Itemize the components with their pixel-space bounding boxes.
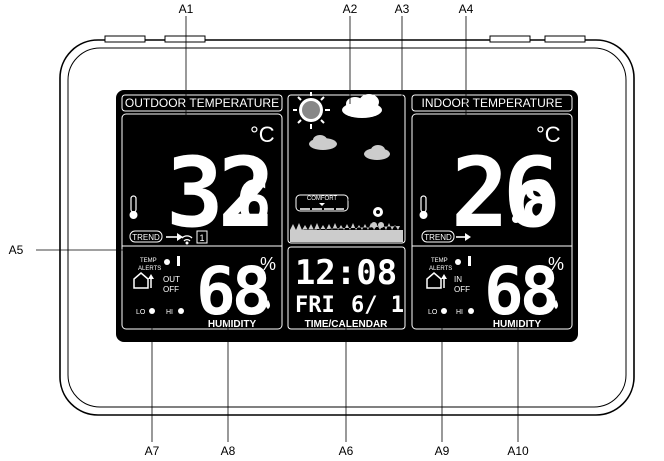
callout-a7: A7 (145, 444, 160, 458)
outdoor-trend-label: TREND (132, 233, 160, 242)
indoor-temp-unit: °C (536, 122, 561, 147)
outdoor-humidity-value: 68 (196, 253, 268, 330)
callout-a10: A10 (507, 444, 529, 458)
indoor-alert-bell-icon (455, 259, 461, 265)
outdoor-thermometer-icon (129, 195, 138, 219)
sun-icon (293, 92, 330, 129)
callout-a4: A4 (459, 2, 474, 16)
outdoor-alerts-line2: ALERTS (138, 266, 161, 272)
outdoor-droplet-icon (266, 300, 270, 309)
indoor-trend-label: TREND (424, 233, 452, 242)
indoor-panel (411, 113, 573, 330)
indoor-mode-line2: OFF (454, 285, 470, 294)
indoor-alert-thermometer-icon (468, 256, 471, 266)
outdoor-alert-bell-icon (164, 259, 170, 265)
outdoor-humidity-unit: % (260, 254, 276, 274)
callout-a9: A9 (435, 444, 450, 458)
indoor-lo-label: LO (428, 309, 438, 316)
outdoor-mode-line1: OUT (163, 275, 180, 284)
indoor-decimal-point (512, 215, 520, 223)
indoor-hi-label: HI (456, 309, 463, 316)
indoor-mode-line1: IN (454, 275, 462, 284)
outdoor-decimal-point (227, 215, 235, 223)
outdoor-house-icon (133, 272, 154, 289)
outdoor-hi-bell-icon (178, 308, 184, 314)
outdoor-trend-badge (129, 230, 163, 243)
outdoor-temp-unit: °C (250, 122, 275, 147)
callout-a3: A3 (395, 2, 410, 16)
indoor-trend-badge (421, 230, 455, 243)
callout-a6: A6 (339, 444, 354, 458)
outdoor-lo-bell-icon (149, 308, 155, 314)
comfort-indicator (295, 194, 349, 212)
outdoor-channel: 1 (199, 233, 204, 243)
indoor-hi-bell-icon (468, 308, 474, 314)
clock-date: 6/ 1 (351, 293, 404, 318)
outdoor-alerts-line1: TEMP (140, 258, 157, 264)
indoor-header: INDOOR TEMPERATURE (422, 96, 563, 110)
outdoor-hi-label: HI (166, 309, 173, 316)
callout-a1: A1 (179, 2, 194, 16)
clock-time: 12:08 (295, 253, 397, 293)
comfort-label: COMFORT (307, 196, 338, 202)
clock-day: FRI (295, 293, 335, 318)
outdoor-lo-label: LO (136, 309, 146, 316)
indoor-humidity-unit: % (548, 254, 564, 274)
indoor-lo-bell-icon (441, 308, 447, 314)
indoor-humidity-label: HUMIDITY (493, 319, 542, 330)
indoor-thermometer-icon (419, 195, 428, 219)
cloud-icon (309, 94, 390, 160)
callout-a5: A5 (9, 243, 24, 257)
outdoor-alert-thermometer-icon (177, 256, 180, 266)
forecast-panel (287, 94, 406, 244)
outdoor-panel (121, 113, 283, 330)
callout-a8: A8 (221, 444, 236, 458)
indoor-alerts-line2: ALERTS (429, 266, 452, 272)
lcd-screen: OUTDOOR TEMPERATURE 32 6 °C TREND 1 TEMP… (116, 90, 578, 342)
indoor-temp-int: 26 (451, 137, 556, 249)
clock-panel (287, 246, 406, 330)
outdoor-header: OUTDOOR TEMPERATURE (125, 96, 279, 110)
indoor-temp-dec: 8 (521, 168, 556, 236)
callout-leaders (36, 16, 519, 442)
grass-strip (290, 223, 403, 242)
indoor-house-icon (426, 272, 447, 289)
outdoor-mode-line2: OFF (163, 285, 179, 294)
outdoor-temp-dec: 6 (236, 168, 271, 236)
indoor-header-box (411, 94, 573, 112)
outdoor-header-box (121, 94, 283, 112)
outdoor-temp-int: 32 (166, 137, 270, 249)
wireless-signal-icon (181, 235, 193, 245)
indoor-droplet-icon (554, 300, 558, 309)
outdoor-trend-arrow-icon (166, 233, 183, 241)
outdoor-humidity-label: HUMIDITY (208, 319, 257, 330)
indoor-humidity-value: 68 (484, 253, 556, 330)
indoor-trend-arrow-icon (456, 233, 471, 241)
indoor-alerts-line1: TEMP (431, 258, 448, 264)
callout-a2: A2 (343, 2, 358, 16)
